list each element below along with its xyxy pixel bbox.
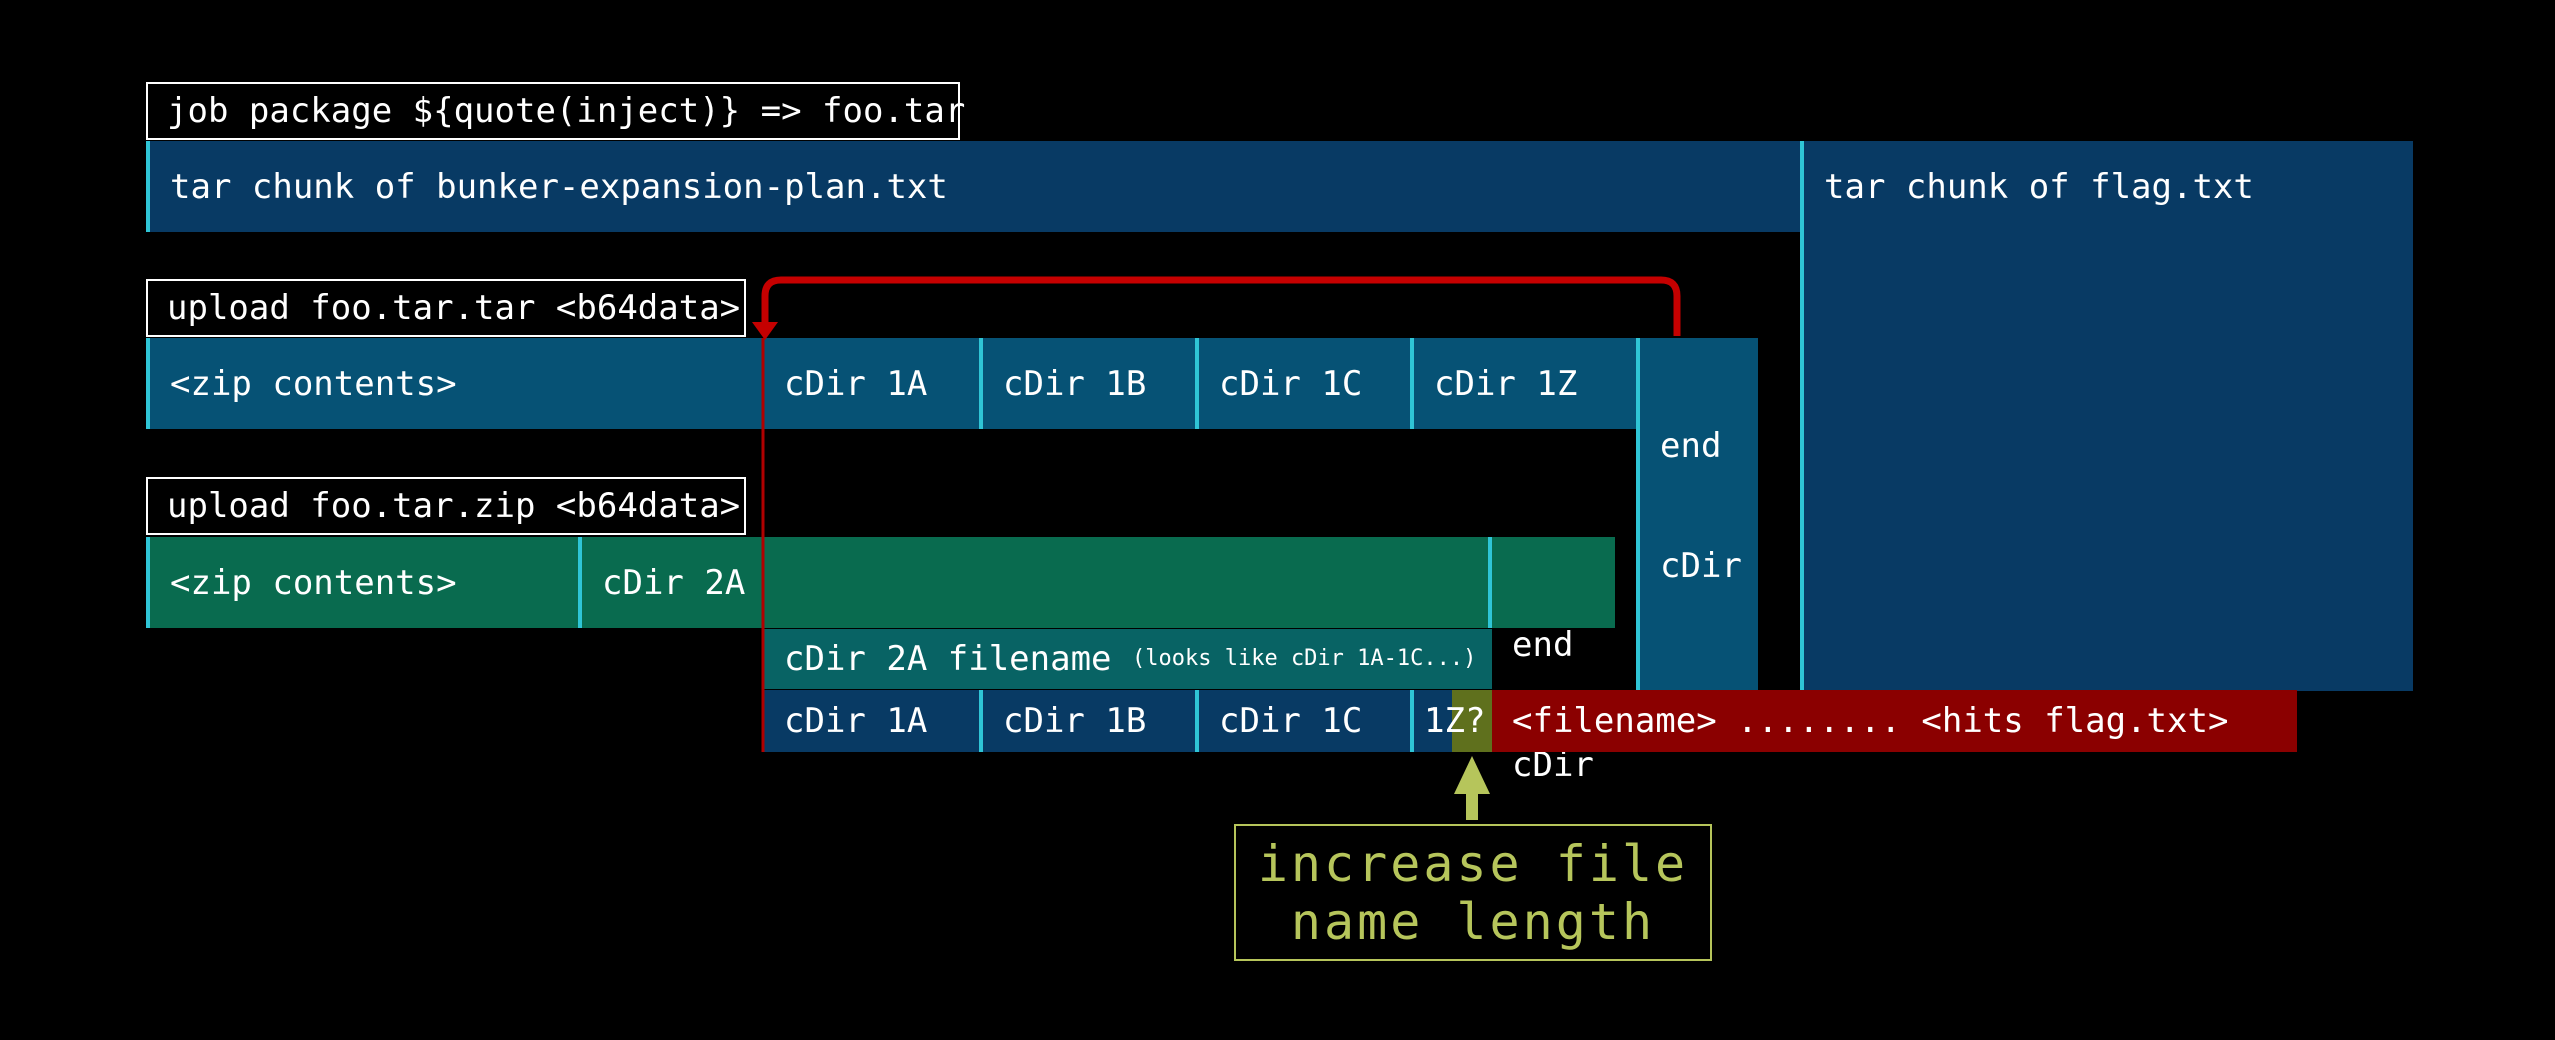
row3-end-cdir-line1: end <box>1512 625 1574 665</box>
row5-cdir-1a: cDir 1A <box>762 690 980 752</box>
note-line1: increase file <box>1257 834 1689 893</box>
row2-cdir-1z: cDir 1Z <box>1410 338 1637 429</box>
row2-cdir-1a: cDir 1A <box>762 338 980 429</box>
row3-cdir-2a: cDir 2A <box>578 537 1490 628</box>
cdir-offset-arrow-head <box>752 322 778 340</box>
cdir-2a-filename: cDir 2A filename (looks like cDir 1A-1C.… <box>762 629 1492 689</box>
note-line2: name length <box>1290 892 1656 951</box>
row2-zip-contents: <zip contents> <box>146 338 762 429</box>
row2-end-cdir: end cDir <box>1636 338 1758 691</box>
tar-chunk-flag: tar chunk of flag.txt <box>1800 141 2413 691</box>
cdir-offset-arrow-line <box>761 276 1681 336</box>
upload-tar-zip-label: upload foo.tar.zip <b64data> <box>146 477 746 535</box>
row5-cdir-1z-overlay-text: 1Z? <box>1424 701 1486 741</box>
increase-filename-note: increase file name length <box>1234 824 1712 961</box>
tar-chunk-bunker: tar chunk of bunker-expansion-plan.txt <box>146 141 1802 232</box>
cdir-2a-filename-main: cDir 2A filename <box>784 639 1132 679</box>
row3-zip-contents: <zip contents> <box>146 537 580 628</box>
note-arrow-head <box>1454 756 1490 794</box>
row2-cdir-1b: cDir 1B <box>979 338 1196 429</box>
row5-filename-tail: <filename> ........ <hits flag.txt> <box>1492 690 2297 752</box>
row2-cdir-1c: cDir 1C <box>1195 338 1411 429</box>
row5-cdir-1c: cDir 1C <box>1195 690 1411 752</box>
job-package-label: job package ${quote(inject)} => foo.tar <box>146 82 965 140</box>
row2-end-cdir-line2: cDir <box>1660 546 1742 586</box>
upload-tar-tar-label: upload foo.tar.tar <b64data> <box>146 279 746 337</box>
row5-cdir-1b: cDir 1B <box>979 690 1196 752</box>
row5-cdir-1z-overlay: 1Z? <box>1414 690 1494 752</box>
row3-end-cdir: end cDir <box>1488 537 1615 785</box>
filename-length-highlight <box>1452 690 1492 752</box>
row2-end-cdir-line1: end <box>1660 426 1722 466</box>
cdir-2a-filename-note: (looks like cDir 1A-1C...) <box>1132 646 1477 671</box>
